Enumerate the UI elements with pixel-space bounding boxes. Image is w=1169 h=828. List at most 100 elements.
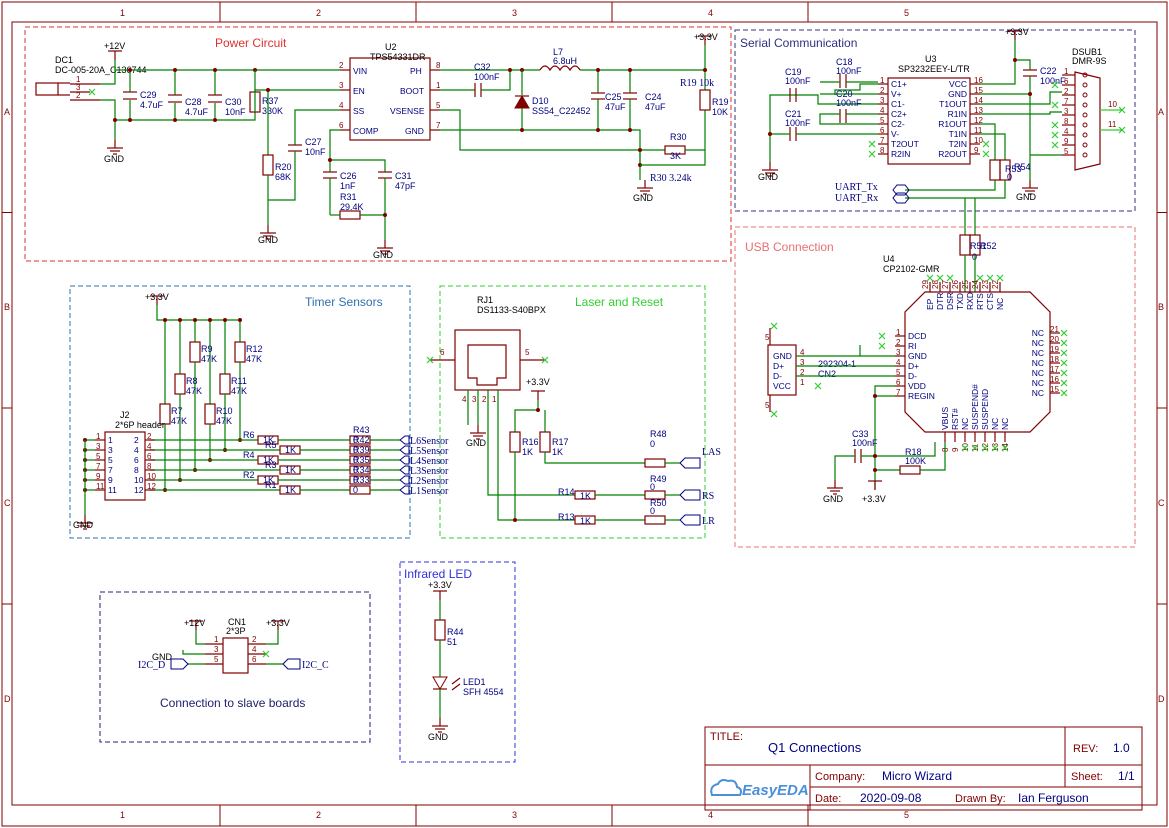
r37-val: 330K [262, 106, 283, 116]
easyeda-logo-icon [710, 779, 742, 796]
svg-text:0: 0 [353, 465, 358, 475]
u4-pin-label: EP [925, 298, 935, 310]
svg-text:4: 4 [252, 645, 257, 654]
u3-value: SP3232EEY-L/TR [898, 64, 970, 74]
title-block: TITLE: Q1 Connections REV: 1.0 Company: … [704, 726, 1143, 811]
u4-pin-label: REGIN [908, 391, 935, 401]
u3-pin-label: VCC [949, 79, 967, 89]
u2-pin-gnd: GND [405, 126, 424, 136]
r48-ref: R48 [650, 429, 667, 439]
frame-column-label: 3 [512, 810, 517, 820]
pullup-val: 47K [201, 354, 217, 364]
c20-ref: C20 [836, 89, 853, 99]
r16-val: 1K [522, 447, 533, 457]
r19-ref: R19 [712, 97, 729, 107]
out-res-ref: R39 [353, 445, 370, 455]
u3-pin-label: C2- [891, 119, 905, 129]
u3-pin-label: C1+ [891, 79, 907, 89]
svg-text:12: 12 [147, 482, 156, 491]
block-borders [24, 26, 1136, 763]
svg-text:5: 5 [214, 655, 219, 664]
c20-val: 100nF [836, 98, 862, 108]
c21-ref: C21 [785, 109, 802, 119]
sheet-title: Q1 Connections [768, 740, 862, 755]
u3-pin-label: C2+ [891, 109, 907, 119]
rev-value: 1.0 [1113, 741, 1130, 755]
series-val: 1K [285, 485, 296, 495]
gnd-label-r20: GND [258, 235, 279, 245]
svg-text:4: 4 [1064, 127, 1069, 136]
svg-text:26: 26 [951, 280, 960, 289]
slave-connection-title: Connection to slave boards [160, 696, 305, 710]
u2-pin-vin: VIN [353, 66, 367, 76]
svg-text:1: 1 [492, 395, 497, 404]
svg-text:2: 2 [880, 86, 885, 95]
u3-pin-label: R1OUT [938, 119, 967, 129]
c22-ref: C22 [1040, 66, 1057, 76]
r18-val: 100K [905, 456, 926, 466]
svg-text:2: 2 [134, 435, 139, 445]
gnd-label-usb: GND [823, 494, 844, 504]
r30-note: R30 3.24k [650, 173, 692, 184]
c26-val: 1nF [340, 181, 356, 191]
svg-text:0: 0 [353, 435, 358, 445]
frame-row-label: D [4, 694, 11, 704]
svg-text:9: 9 [974, 146, 979, 155]
svg-text:10: 10 [974, 136, 983, 145]
series-val: 1K [263, 455, 274, 465]
u3-pin-label: R1IN [948, 109, 967, 119]
sheet-label: Sheet: [1071, 771, 1103, 783]
j2-value: 2*6P header [115, 420, 165, 430]
u4-pin-label: SUSPEND [980, 389, 990, 430]
u4-pin-label: NC [995, 298, 1005, 310]
svg-text:20: 20 [1050, 335, 1059, 344]
svg-text:3: 3 [339, 81, 344, 90]
svg-text:9: 9 [96, 472, 101, 481]
gnd-label-slave: GND [152, 652, 173, 662]
r17-val: 1K [552, 447, 563, 457]
svg-text:7: 7 [896, 388, 901, 397]
pullup-ref: R12 [246, 344, 263, 354]
svg-text:2: 2 [800, 368, 805, 377]
u4-pin-label: DTR [935, 293, 945, 310]
svg-text:5: 5 [1064, 147, 1069, 156]
svg-text:6: 6 [440, 348, 445, 357]
svg-text:4: 4 [896, 358, 901, 367]
c29-val: 4.7uF [140, 100, 164, 110]
r14-val: 1K [580, 491, 591, 501]
c29-ref: C29 [140, 90, 157, 100]
u3-pin-label: V+ [891, 89, 902, 99]
frame-row-label: B [4, 302, 10, 312]
sensor-net-label: L5Sensor [410, 446, 449, 457]
svg-text:23: 23 [981, 280, 990, 289]
series-val: 1K [285, 465, 296, 475]
l7-ref: L7 [553, 47, 563, 57]
svg-text:16: 16 [1050, 375, 1059, 384]
svg-text:29: 29 [921, 280, 930, 289]
svg-text:3: 3 [880, 96, 885, 105]
svg-text:2: 2 [482, 395, 487, 404]
c33-ref: C33 [852, 429, 869, 439]
svg-text:7: 7 [96, 462, 101, 471]
u4-pin-label: RTS [975, 293, 985, 310]
frame-column-label: 5 [904, 8, 909, 18]
u4-pin-label: GND [908, 351, 927, 361]
dsub1-value: DMR-9S [1072, 56, 1107, 66]
svg-text:5: 5 [525, 348, 530, 357]
pullup-val: 47K [231, 386, 247, 396]
c33-val: 100nF [852, 438, 878, 448]
svg-text:0: 0 [650, 482, 655, 492]
out-res-ref: R34 [353, 465, 370, 475]
r13-ref: R13 [558, 512, 575, 522]
r53-ref: R53 [1005, 164, 1022, 174]
svg-text:0: 0 [353, 475, 358, 485]
rj1-value: DS1133-S40BPX [477, 305, 546, 315]
svg-text:8: 8 [134, 465, 139, 475]
usb-connection: R51 R52 0 U4 CP2102-GMR EP29DTR28DSR27TX… [765, 198, 1068, 504]
svg-text:1: 1 [1064, 67, 1069, 76]
rs-net: RS [702, 491, 714, 502]
date-label: Date: [815, 793, 841, 805]
svg-text:6: 6 [339, 121, 344, 130]
svg-text:2: 2 [896, 338, 901, 347]
